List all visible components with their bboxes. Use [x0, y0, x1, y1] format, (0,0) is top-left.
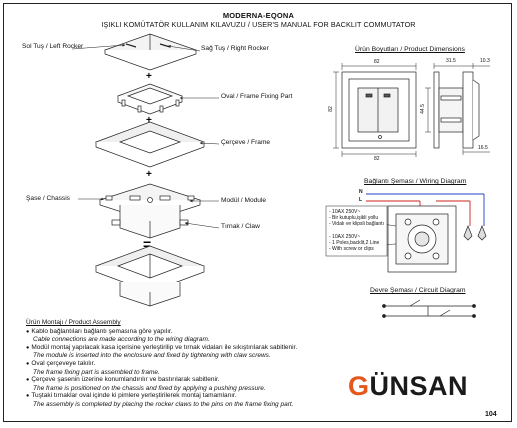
label-module: Modül / Module	[221, 197, 267, 204]
oval-drawing	[117, 83, 183, 115]
leader-lines	[71, 43, 220, 229]
gunsan-logo: GÜNSAN	[348, 371, 469, 401]
dim-82-bottom: 82	[374, 156, 380, 162]
step-2-en: The module is inserted into the enclosur…	[33, 352, 271, 360]
dim-44-5: 44.5	[419, 104, 426, 114]
dim-16-5: 16.5	[478, 145, 488, 151]
front-view-dims	[333, 63, 417, 157]
step-4-tr: Çerçeve şasenin üzerine konumlandırılır …	[26, 376, 356, 385]
dim-10-3: 10.3	[480, 58, 490, 64]
step-4-en: The frame is positioned on the chassis a…	[33, 384, 266, 392]
step-5-tr: Tuştaki tırnaklar oval içinde ki pimlere…	[26, 392, 356, 401]
label-left-rocker: Sol Tuş / Left Rocker	[22, 43, 84, 50]
step-5-en: The assembly is completed by placing the…	[33, 400, 294, 408]
wire-label-n: N	[359, 189, 363, 195]
dim-82-top: 82	[374, 59, 380, 65]
side-view-drawing	[433, 71, 480, 149]
equals-sign: =	[143, 236, 151, 252]
label-frame: Çerçeve / Frame	[221, 139, 271, 146]
header-title: MODERNA-EQONA	[222, 11, 295, 20]
step-1-en: Cable connections are made according to …	[33, 336, 210, 344]
step-3-tr: Oval çerçeveye takılır.	[26, 360, 356, 369]
plus-sign-3: +	[146, 169, 152, 180]
dim-31-5: 31.5	[446, 58, 456, 64]
assembled-switch-drawing	[94, 245, 206, 307]
wire-label-l: L	[359, 197, 363, 203]
plus-sign-1: +	[146, 71, 152, 82]
page-border	[3, 3, 512, 422]
circuit-title: Devre Şeması / Circuit Diagram	[370, 287, 466, 294]
plus-sign-2: +	[146, 115, 152, 126]
dim-82-side: 82	[327, 106, 334, 112]
wiring-spec-en: - 10AX 250V~ - 1 Poles,backlit,2 Line - …	[329, 234, 380, 252]
assembly-title: Ürün Montajı / Product Assembly	[26, 319, 121, 326]
side-view-dims	[425, 63, 490, 155]
rockers-drawing	[103, 33, 198, 71]
label-claw: Tırnak / Claw	[221, 223, 260, 230]
step-2-tr: Modül montaj yapılacak kasa içerisine ye…	[26, 344, 356, 353]
step-1-tr: Kablo bağlantıları bağlantı şemasına gör…	[26, 328, 356, 337]
circuit-drawing	[382, 299, 476, 318]
step-3-en: The frame fixing part is assembled to fr…	[33, 368, 160, 376]
spec-box	[325, 205, 388, 257]
wiring-drawing	[355, 193, 487, 273]
label-oval-frame: Oval / Frame Fixing Part	[221, 93, 293, 100]
wiring-title: Bağlantı Şeması / Wiring Diagram	[364, 178, 467, 185]
chassis-module-drawing	[98, 183, 202, 239]
dimensions-title: Ürün Boyutları / Product Dimensions	[355, 46, 465, 53]
header-subtitle: IŞIKLI KOMÜTATÖR KULLANIM KILAVUZU / USE…	[101, 20, 416, 29]
front-view-drawing	[341, 71, 417, 149]
wiring-spec-tr: - 10AX 250V~ - Bir kutuplu,işikli yollu …	[329, 209, 384, 227]
frame-drawing	[94, 121, 206, 168]
page-number: 104	[485, 411, 497, 418]
label-chassis: Şase / Chassis	[26, 195, 70, 202]
label-right-rocker: Sağ Tuş / Right Rocker	[201, 45, 269, 52]
assembly-instructions: Ürün Montajı / Product Assembly Kablo ba…	[26, 319, 356, 409]
